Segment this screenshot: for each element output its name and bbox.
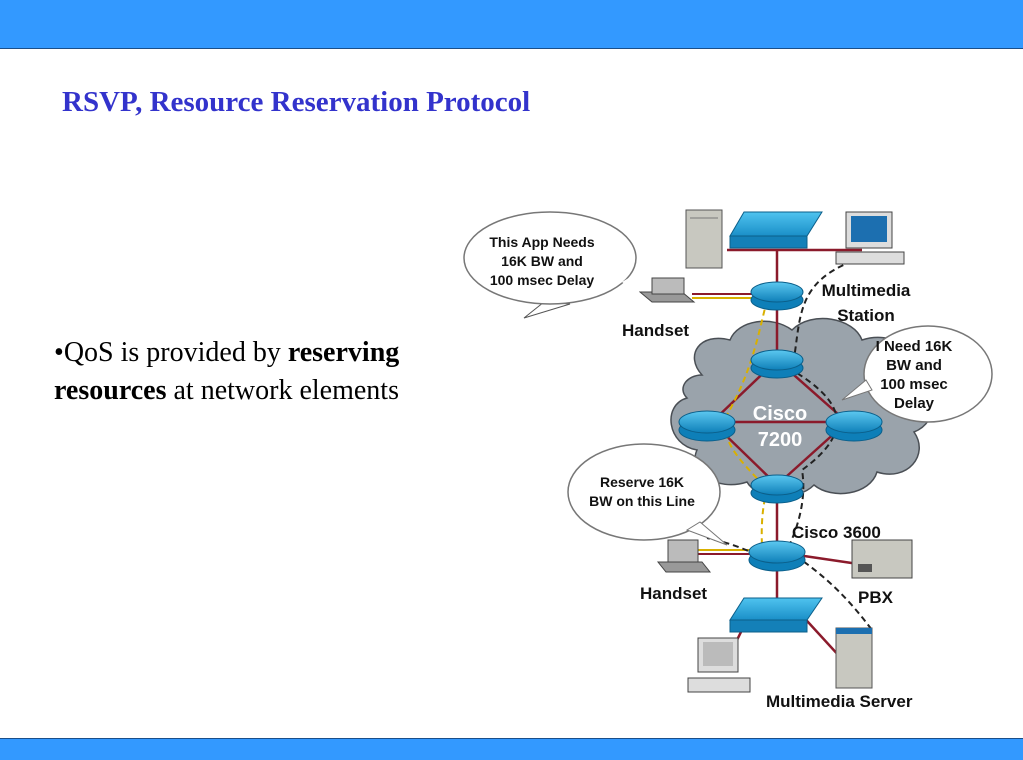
switch-bottom: [729, 597, 823, 633]
top-banner: [0, 0, 1023, 49]
router-cloud-right: [825, 410, 883, 442]
bullet-bold-2: resources: [54, 375, 167, 406]
label-handset-top: Handset: [622, 321, 689, 340]
bubble-need-line-1: I Need 16K: [876, 338, 953, 355]
slide-title: RSVP, Resource Reservation Protocol: [62, 86, 531, 118]
bullet-text: •QoS is provided by reserving resources a…: [54, 334, 474, 410]
bullet-marker: •: [54, 337, 64, 368]
server-tower-top: [685, 209, 723, 269]
router-station: [750, 281, 804, 311]
bubble-need-16k: [841, 325, 993, 423]
bubble-app-needs: [463, 211, 640, 319]
pc-multimedia-station: [835, 211, 905, 265]
pbx-icon: [851, 539, 913, 579]
rsvp-network-diagram: This App Needs 16K BW and 100 msec Delay…: [463, 209, 993, 711]
multimedia-server-tower: [835, 627, 873, 689]
pc-bottom: [687, 637, 751, 693]
label-pbx: PBX: [858, 588, 894, 607]
label-cisco-7200-2: 7200: [758, 429, 803, 451]
bubble-reserve-16k: [567, 443, 728, 546]
bubble-reserve-line-2: BW on this Line: [589, 493, 695, 509]
label-multimedia-station-2: Station: [837, 306, 895, 325]
bullet-text-2: at network elements: [166, 375, 399, 406]
router-cisco-3600: [748, 540, 806, 572]
label-handset-bottom: Handset: [640, 584, 707, 603]
bubble-app-line-3: 100 msec Delay: [490, 272, 595, 288]
router-cloud-bottom: [750, 474, 804, 504]
bubble-app-line-2: 16K BW and: [501, 253, 583, 269]
bottom-banner: [0, 738, 1023, 760]
bubble-app-line-1: This App Needs: [489, 234, 594, 250]
handset-bottom-icon: [656, 539, 712, 573]
handset-top-icon: [638, 277, 696, 303]
bubble-reserve-line-1: Reserve 16K: [600, 474, 684, 490]
switch-top: [729, 211, 823, 249]
label-cisco-3600: Cisco 3600: [792, 523, 881, 542]
router-cloud-left: [678, 410, 736, 442]
bubble-need-line-4: Delay: [894, 395, 935, 412]
label-cisco-7200-1: Cisco: [753, 403, 807, 425]
router-cloud-top: [750, 349, 804, 379]
label-multimedia-station-1: Multimedia: [822, 281, 911, 300]
bubble-need-line-2: BW and: [886, 357, 942, 374]
bubble-need-line-3: 100 msec: [880, 376, 948, 393]
bullet-text-1: QoS is provided by: [63, 337, 288, 368]
bullet-bold-1: reserving: [287, 337, 400, 368]
label-multimedia-server: Multimedia Server: [766, 692, 913, 711]
